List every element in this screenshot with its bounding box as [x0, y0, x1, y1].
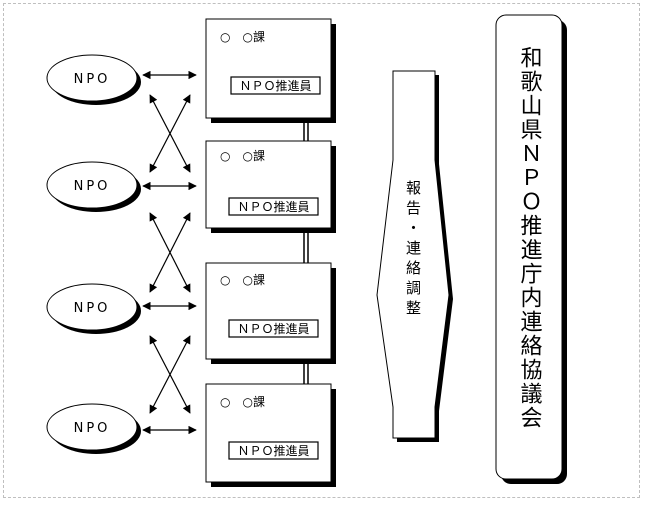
dept-box-4: ○ ○課 ＮＰＯ推進員 — [205, 383, 336, 487]
npo-node-4: NPO — [46, 403, 141, 454]
council-box: 和歌山県ＮＰＯ推進庁内連絡協議会 — [495, 14, 567, 484]
dept-box-2: ○ ○課 ＮＰＯ推進員 — [205, 140, 336, 233]
npo-staff-badge — [230, 76, 321, 95]
npo-label: NPO — [74, 72, 111, 87]
dept-box-1: ○ ○課 ＮＰＯ推進員 — [205, 18, 336, 123]
council-title: 和歌山県ＮＰＯ推進庁内連絡協議会 — [517, 46, 543, 430]
npo-label: NPO — [74, 421, 111, 436]
dept-connectors — [303, 121, 309, 384]
npo-staff-badge-label: ＮＰＯ推進員 — [239, 79, 311, 93]
npo-staff-badge-label: ＮＰＯ推進員 — [237, 322, 309, 336]
report-coordination-arrow: 報告・連絡調整 — [376, 70, 453, 442]
dept-label: ○ ○課 — [220, 148, 265, 163]
dept-box-3: ○ ○課 ＮＰＯ推進員 — [205, 262, 336, 364]
relation-arrows — [142, 70, 197, 435]
npo-staff-badge-label: ＮＰＯ推進員 — [237, 444, 309, 458]
npo-staff-badge — [228, 197, 319, 216]
report-coordination-label: 報告・連絡調整 — [404, 180, 422, 320]
npo-node-3: NPO — [46, 283, 141, 334]
npo-label: NPO — [74, 301, 111, 316]
npo-label: NPO — [74, 179, 111, 194]
dept-label: ○ ○課 — [220, 394, 265, 409]
dept-label: ○ ○課 — [220, 272, 265, 287]
npo-staff-badge — [228, 319, 319, 338]
npo-node-2: NPO — [46, 161, 141, 212]
dept-label: ○ ○課 — [220, 29, 265, 44]
npo-staff-badge-label: ＮＰＯ推進員 — [237, 200, 309, 214]
npo-staff-badge — [228, 441, 319, 460]
npo-node-1: NPO — [46, 54, 141, 105]
